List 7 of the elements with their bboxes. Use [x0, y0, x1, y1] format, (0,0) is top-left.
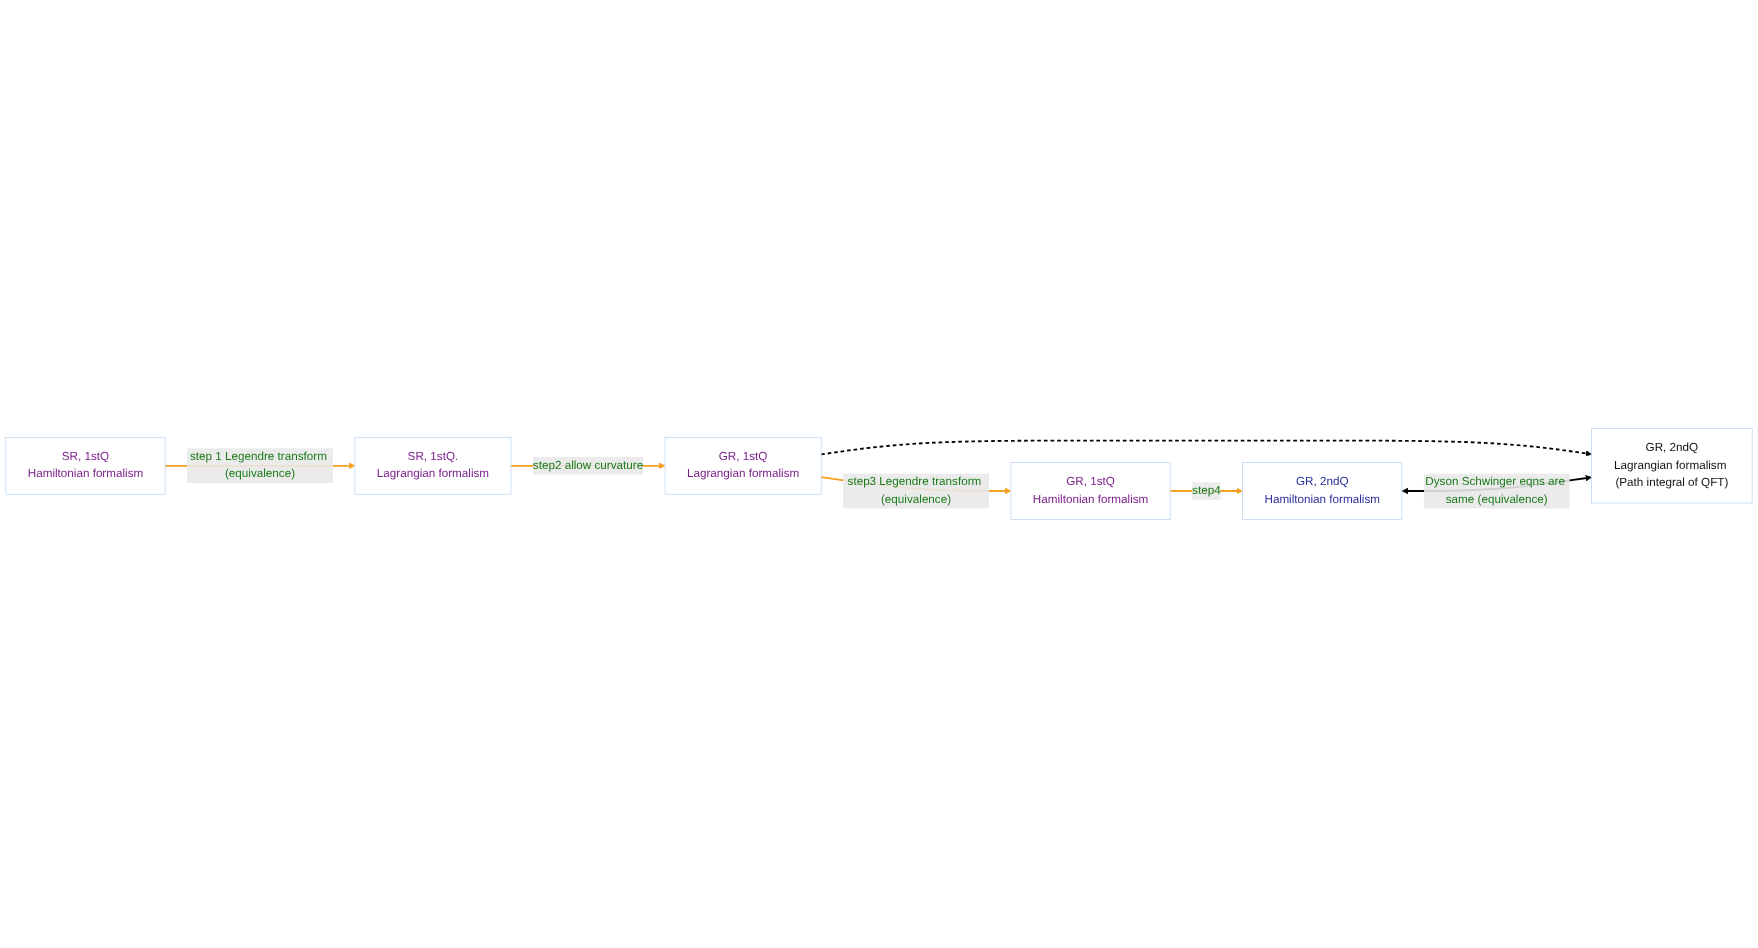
node-box — [5, 436, 166, 495]
node-box — [1242, 462, 1403, 520]
node-box — [354, 436, 512, 495]
node-box — [664, 436, 822, 495]
arrow — [820, 439, 1592, 457]
node-box — [1010, 462, 1171, 520]
node-box — [1591, 428, 1753, 504]
